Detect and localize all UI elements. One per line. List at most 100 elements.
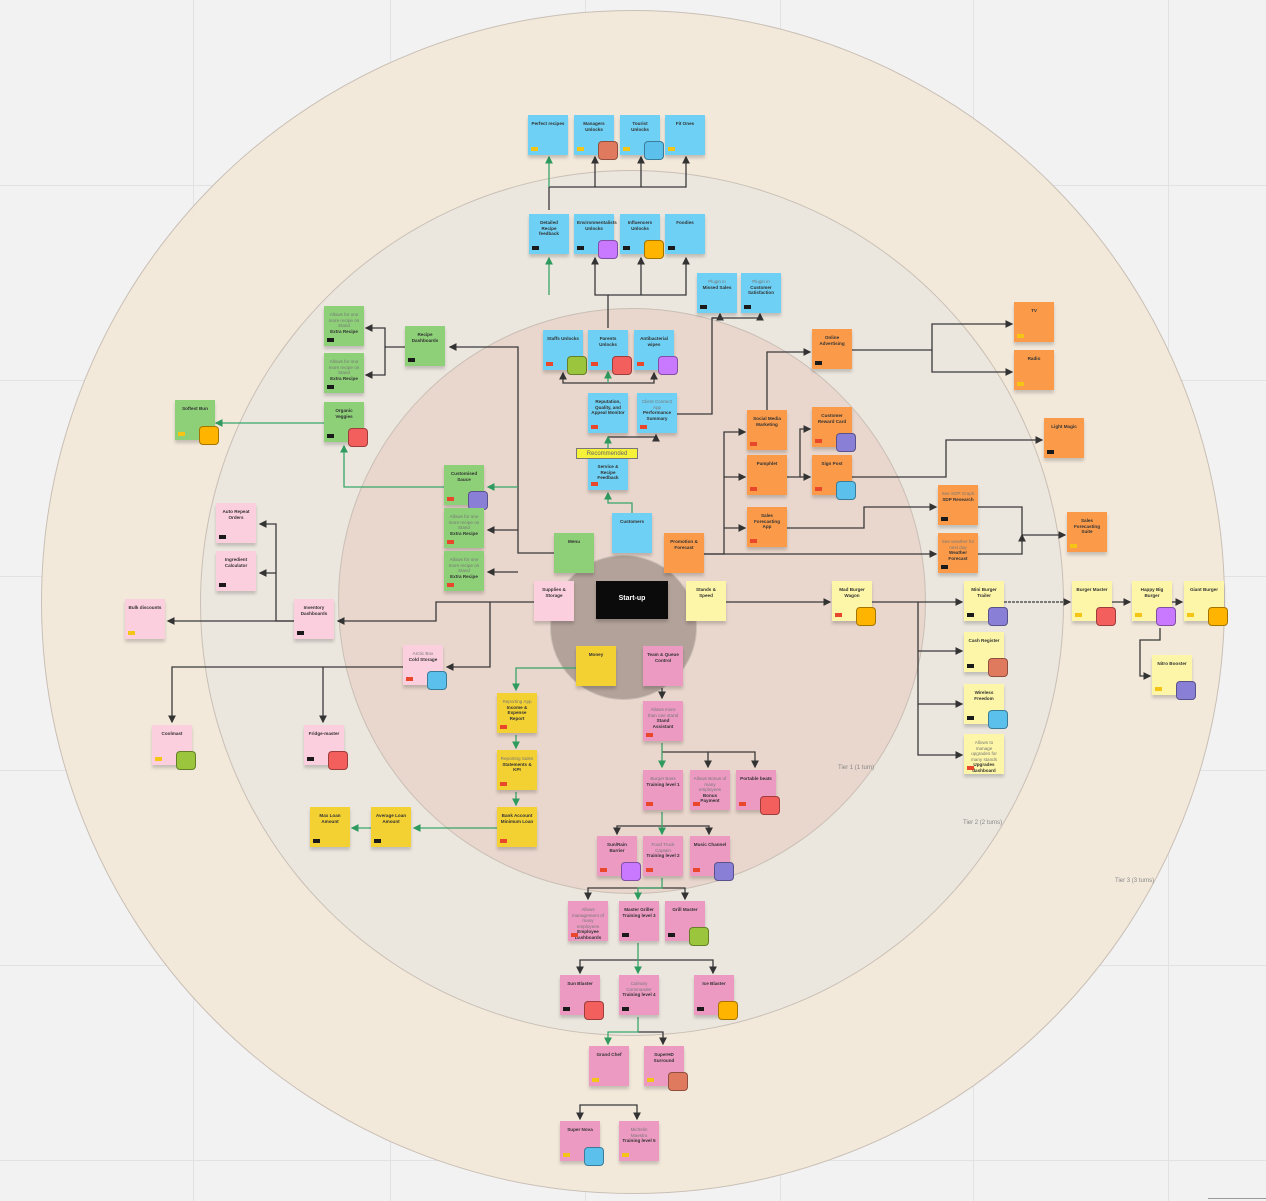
note-mad-burger-wagon[interactable]: Mad Burger Wagon bbox=[832, 581, 876, 626]
note-subtitle: Allows for one more recipe on Stand bbox=[448, 557, 480, 574]
note-tv[interactable]: TV bbox=[1014, 302, 1054, 342]
note-supplies-storage[interactable]: Supplies & Storage bbox=[534, 581, 574, 621]
note-online-advertising[interactable]: Online Advertising bbox=[812, 329, 852, 369]
note-team-queue[interactable]: Team & Queue Control bbox=[643, 646, 683, 686]
note-ingredient-calculator[interactable]: Ingredient Calculator bbox=[216, 551, 256, 591]
note-detailed-recipe-feedback[interactable]: Detailed Recipe feedback bbox=[529, 214, 569, 254]
note-happy-big-burger[interactable]: Happy Big Burger bbox=[1132, 581, 1176, 626]
note-bulk-discounts[interactable]: Bulk discounts bbox=[125, 599, 165, 639]
note-stands-speed[interactable]: Stands & Speed bbox=[686, 581, 726, 621]
tier-tag bbox=[622, 1007, 629, 1011]
note-customers[interactable]: Customers bbox=[612, 513, 652, 553]
note-environmentalists-unlocks[interactable]: Environmentalists Unlocks bbox=[574, 214, 618, 259]
note-ice-blaster[interactable]: Ice Blaster bbox=[694, 975, 738, 1020]
note-title: Social Media Marketing bbox=[753, 416, 781, 427]
note-music-channel[interactable]: Music Channel bbox=[690, 836, 734, 881]
tier-tag bbox=[744, 305, 751, 309]
tier-3-label: Tier 3 (3 turns) bbox=[1115, 878, 1155, 884]
note-foodies[interactable]: Foodies bbox=[665, 214, 705, 254]
note-bank-account[interactable]: Bank Account Minimum Loan bbox=[497, 807, 537, 847]
note-influencers-unlocks[interactable]: Influencers Unlocks bbox=[620, 214, 664, 259]
note-sign-post[interactable]: Sign Post bbox=[812, 455, 856, 500]
note-title: Burger Master bbox=[1076, 587, 1108, 592]
note-super-nova[interactable]: Super Nova bbox=[560, 1121, 604, 1166]
note-mini-burger-trailer[interactable]: Mini Burger Trailer bbox=[964, 581, 1008, 626]
note-grand-chef[interactable]: Grand Chef bbox=[589, 1046, 629, 1086]
note-staffs-unlocks[interactable]: Staffs Unlocks bbox=[543, 330, 587, 375]
note-cash-register[interactable]: Cash Register bbox=[964, 632, 1008, 677]
note-reputation-monitor[interactable]: Reputation, Quality, and Appeal Monitor bbox=[588, 393, 628, 433]
note-social-media-marketing[interactable]: Social Media Marketing bbox=[747, 410, 787, 450]
note-tourist-unlocks[interactable]: Tourist Unlocks bbox=[620, 115, 664, 160]
note-sales-forecasting-suite[interactable]: Sales Forecasting Suite bbox=[1067, 512, 1107, 552]
note-title: Sales Forecasting Suite bbox=[1073, 518, 1101, 535]
note-coolmast[interactable]: Coolmast bbox=[152, 725, 196, 770]
note-parents-unlocks[interactable]: Parents Unlocks bbox=[588, 330, 632, 375]
tier-1-label: Tier 1 (1 turn) bbox=[838, 765, 875, 771]
note-portable-beats[interactable]: Portable beats bbox=[736, 770, 780, 815]
tier-tag bbox=[697, 1007, 704, 1011]
note-sun-rain-barrier[interactable]: Sun/Rain Barrier bbox=[597, 836, 641, 881]
note-average-loan[interactable]: Average Loan Amount bbox=[371, 807, 411, 847]
note-giant-burger[interactable]: Giant Burger bbox=[1184, 581, 1228, 626]
note-pamphlet[interactable]: Pamphlet bbox=[747, 455, 787, 495]
nova-orb-icon bbox=[584, 1147, 604, 1166]
note-promotion-forecast[interactable]: Promotion & Forecast bbox=[664, 533, 704, 573]
tier-tag bbox=[1155, 687, 1162, 691]
note-burger-master[interactable]: Burger Master bbox=[1072, 581, 1116, 626]
note-nitro-booster[interactable]: Nitro Booster bbox=[1152, 655, 1196, 700]
tier-tag bbox=[1187, 613, 1194, 617]
note-superhd-surround[interactable]: SuperHD Surround bbox=[644, 1046, 688, 1091]
note-title: Music Channel bbox=[693, 842, 727, 847]
note-softest-bun[interactable]: Softest Bun bbox=[175, 400, 219, 445]
note-antibacterial-wipes[interactable]: Antibacterial wipes bbox=[634, 330, 678, 375]
note-fit-ones[interactable]: Fit Ones bbox=[665, 115, 705, 155]
note-organic-veggies[interactable]: Organic Veggies bbox=[324, 402, 368, 447]
note-managers-unlocks[interactable]: Managers Unlocks bbox=[574, 115, 618, 160]
note-recipe-dashboards[interactable]: Recipe Dashboards bbox=[405, 326, 445, 366]
note-menu[interactable]: Menu bbox=[554, 533, 594, 573]
note-sun-blaster[interactable]: Sun Blaster bbox=[560, 975, 604, 1020]
note-customised-sauce[interactable]: Customised Sauce bbox=[444, 465, 488, 510]
note-subtitle: Allows Bonus of many employees bbox=[693, 776, 727, 793]
scroll-indicator[interactable] bbox=[1208, 1198, 1266, 1199]
note-wireless-freedom[interactable]: Wireless Freedom bbox=[964, 684, 1008, 729]
note-fridge-master[interactable]: Fridge-master bbox=[304, 725, 348, 770]
note-sales-forecasting-app[interactable]: Sales Forecasting App bbox=[747, 507, 787, 547]
note-inventory-dashboards[interactable]: Inventory Dashboards bbox=[294, 599, 334, 639]
note-grill-master[interactable]: Grill Master bbox=[665, 901, 709, 946]
note-radio[interactable]: Radio bbox=[1014, 350, 1054, 390]
note-perfect-recipes[interactable]: Perfect recipes bbox=[528, 115, 568, 155]
note-auto-repeat-orders[interactable]: Auto Repeat Orders bbox=[216, 503, 256, 543]
start-up-note[interactable]: Start-up bbox=[596, 581, 668, 619]
note-master-griller[interactable]: Master Griller Training level 3 bbox=[619, 901, 659, 941]
note-subtitle: Reporting App bbox=[502, 699, 532, 704]
note-light-magic[interactable]: Light Magic bbox=[1044, 418, 1084, 458]
germ-icon bbox=[658, 356, 678, 375]
note-customer-reward-card[interactable]: Customer Reward Card bbox=[812, 407, 856, 452]
note-max-loan[interactable]: Max Loan Amount bbox=[310, 807, 350, 847]
note-upgrades-dashboard[interactable]: Allows to manage upgrades for many stand… bbox=[964, 734, 1004, 774]
note-money[interactable]: Money bbox=[576, 646, 616, 686]
tier-tag bbox=[447, 540, 454, 544]
